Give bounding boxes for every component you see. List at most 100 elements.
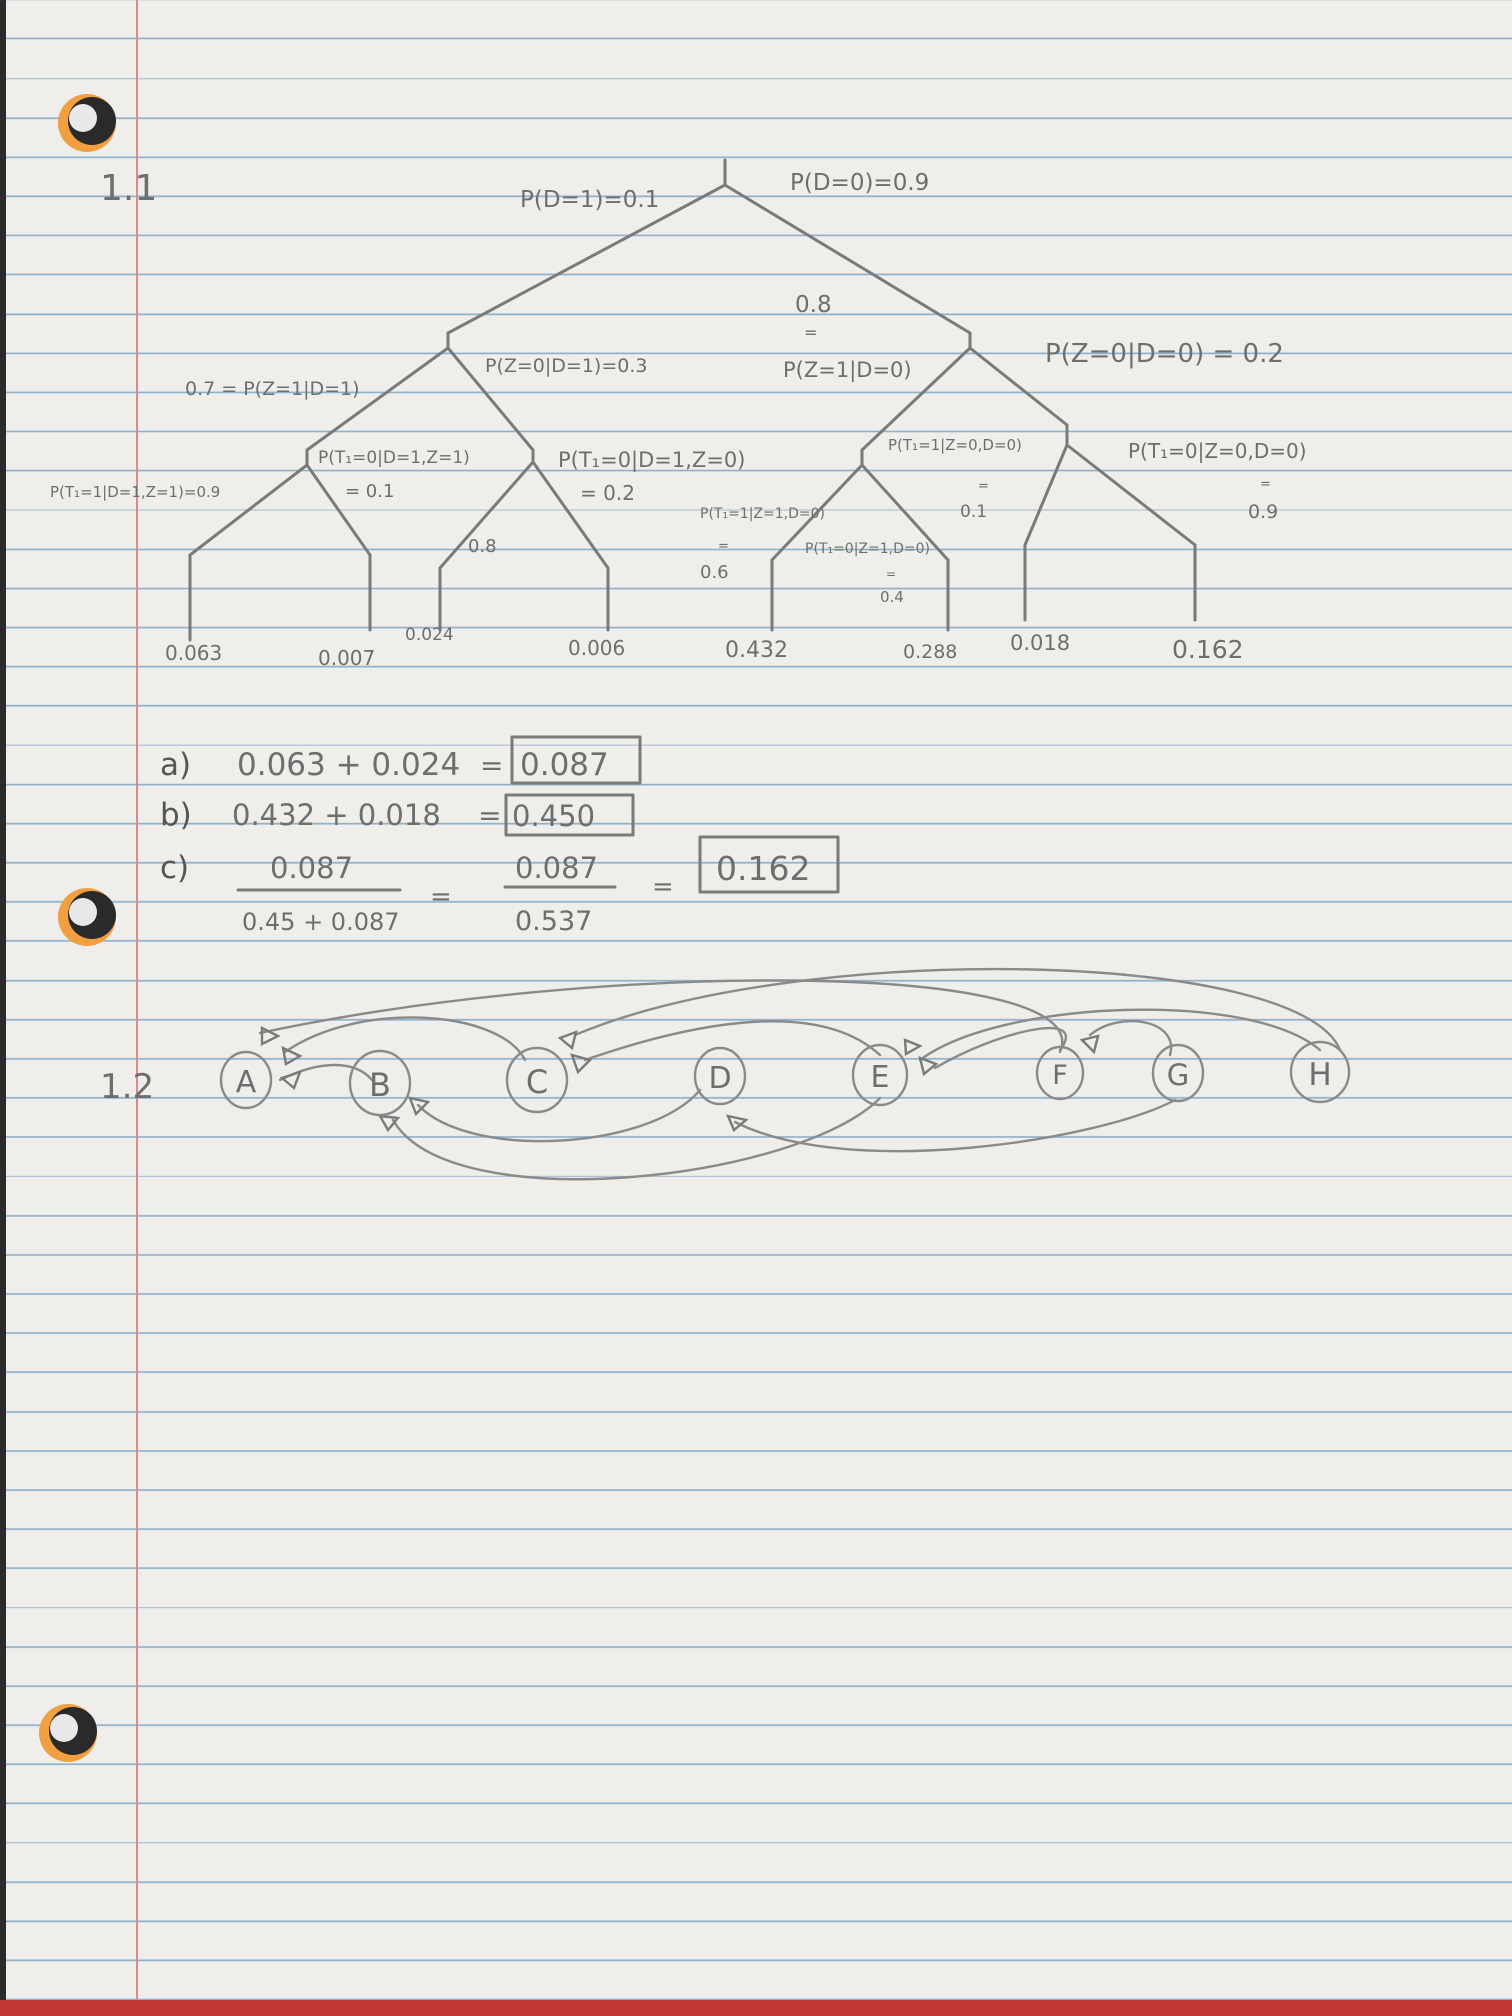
- edge-d-to-b: [416, 1088, 702, 1143]
- section-label-1-1: 1.1: [100, 168, 157, 209]
- label-z-right-expr: P(Z=1|D=0): [783, 358, 912, 383]
- edge-h-to-c: [573, 967, 1342, 1052]
- answer-c-den1: 0.45 + 0.087: [242, 908, 400, 936]
- label-t8-val: 0.9: [1248, 501, 1278, 523]
- answer-a-label: a): [160, 747, 191, 783]
- graph-node-c: C: [505, 1046, 569, 1114]
- answer-a-eq: =: [480, 749, 503, 782]
- section-label-1-2: 1.2: [100, 1067, 154, 1107]
- answer-c-num1: 0.087: [270, 851, 353, 885]
- leaf-value: 0.162: [1172, 635, 1244, 664]
- edge-b-to-a: [278, 1063, 374, 1082]
- graph-node-f: F: [1035, 1045, 1085, 1101]
- red-desk-edge: [0, 2000, 1512, 2016]
- answer-c-eq2: =: [652, 872, 674, 902]
- edge-g-to-d: [733, 1098, 1177, 1153]
- answer-b-box: [504, 793, 635, 837]
- edge-g-to-f: [1088, 1020, 1173, 1057]
- label-t3: 0.8: [468, 536, 497, 557]
- edge-f-to-a: [258, 979, 1064, 1054]
- leaf-value: 0.288: [903, 641, 957, 663]
- graph-node-e: E: [851, 1043, 909, 1107]
- label-z-far-right: P(Z=0|D=0) = 0.2: [1045, 339, 1284, 369]
- leaf-value: 0.432: [725, 638, 788, 663]
- punch-hole-bottom: [39, 1704, 97, 1762]
- leaf-value: 0.063: [165, 641, 222, 665]
- arrowhead-icon: [279, 1070, 303, 1091]
- label-t4-val: = 0.2: [580, 481, 635, 505]
- arrowhead-icon: [903, 1038, 923, 1056]
- answer-b-result: 0.450: [512, 799, 595, 833]
- svg-text:F: F: [1052, 1060, 1068, 1091]
- arrowhead-icon: [1079, 1034, 1100, 1055]
- label-root-left: P(D=1)=0.1: [520, 187, 659, 213]
- answer-b-label: b): [160, 797, 192, 833]
- label-t6-eq: =: [886, 567, 896, 581]
- label-z-mid: P(Z=0|D=1)=0.3: [485, 355, 647, 377]
- label-t6-expr: P(T₁=0|Z=1,D=0): [805, 541, 930, 557]
- edge-e-to-c: [583, 1020, 882, 1062]
- edge-h-to-e: [918, 1008, 1322, 1062]
- answer-c-num2: 0.087: [515, 851, 598, 885]
- label-t1: P(T₁=1|D=1,Z=1)=0.9: [50, 483, 220, 501]
- graph-node-d: D: [693, 1046, 747, 1106]
- answer-a-expr: 0.063 + 0.024: [237, 747, 460, 783]
- punch-hole-top: [58, 94, 116, 152]
- tree-labels: P(D=1)=0.1 P(D=0)=0.9 0.7 = P(Z=1|D=1) P…: [50, 170, 1307, 606]
- graph-node-g: G: [1151, 1043, 1205, 1103]
- graph-node-a: A: [219, 1050, 273, 1110]
- arrowhead-icon: [918, 1056, 939, 1077]
- answer-c-eq1: =: [430, 882, 452, 912]
- label-t5-expr: P(T₁=1|Z=1,D=0): [700, 506, 825, 522]
- arrowhead-icon: [260, 1026, 281, 1046]
- tree-leaves: 0.063 0.007 0.024 0.006 0.432 0.288 0.01…: [165, 625, 1244, 670]
- label-z-left: 0.7 = P(Z=1|D=1): [185, 378, 360, 400]
- graph-node-b: B: [348, 1049, 412, 1117]
- spiral-edge: [0, 0, 6, 2000]
- leaf-value: 0.006: [568, 636, 625, 660]
- svg-text:G: G: [1167, 1058, 1189, 1092]
- label-t8-eq: =: [1260, 477, 1271, 492]
- label-z-right-eq: =: [804, 323, 817, 342]
- answer-c-label: c): [160, 850, 189, 886]
- label-t4-expr: P(T₁=0|D=1,Z=0): [558, 448, 745, 473]
- arrowhead-icon: [281, 1045, 303, 1066]
- answer-b-expr: 0.432 + 0.018: [232, 798, 441, 832]
- answer-a-box: [510, 735, 642, 785]
- edge-e-to-b: [391, 1096, 882, 1181]
- label-t8-expr: P(T₁=0|Z=0,D=0): [1128, 439, 1307, 463]
- svg-text:H: H: [1308, 1057, 1331, 1093]
- label-t7-eq: =: [978, 479, 989, 494]
- answers: a) 0.063 + 0.024 = 0.087 b) 0.432 + 0.01…: [160, 735, 840, 937]
- edge-f-to-e: [933, 1026, 1068, 1070]
- label-t2-expr: P(T₁=0|D=1,Z=1): [318, 448, 470, 468]
- svg-text:C: C: [526, 1063, 548, 1101]
- answer-a-result: 0.087: [520, 747, 609, 783]
- label-z-right-top: 0.8: [795, 292, 832, 318]
- label-t5-eq: =: [718, 539, 729, 554]
- svg-text:E: E: [871, 1060, 890, 1095]
- label-t2-val: = 0.1: [345, 481, 394, 502]
- edge-c-to-a: [283, 1016, 527, 1062]
- label-root-right: P(D=0)=0.9: [790, 170, 929, 196]
- label-t6-val: 0.4: [880, 588, 904, 606]
- svg-text:D: D: [708, 1061, 731, 1096]
- svg-text:B: B: [369, 1066, 391, 1104]
- label-t5-val: 0.6: [700, 562, 729, 583]
- answer-c-result: 0.162: [716, 849, 810, 888]
- arrowhead-icon: [377, 1114, 401, 1133]
- punch-hole-middle: [58, 888, 116, 946]
- svg-text:A: A: [236, 1065, 257, 1100]
- arrowhead-icon: [570, 1053, 593, 1075]
- answer-b-eq: =: [478, 799, 501, 832]
- directed-graph: A B C D E F G: [219, 967, 1351, 1181]
- leaf-value: 0.024: [405, 625, 454, 645]
- label-t7-expr: P(T₁=1|Z=0,D=0): [888, 436, 1022, 454]
- answer-c-box: [698, 835, 840, 894]
- leaf-value: 0.018: [1010, 631, 1070, 655]
- leaf-value: 0.007: [318, 646, 375, 670]
- answer-c-den2: 0.537: [515, 906, 592, 937]
- graph-node-h: H: [1289, 1040, 1351, 1104]
- arrowhead-icon: [557, 1030, 578, 1051]
